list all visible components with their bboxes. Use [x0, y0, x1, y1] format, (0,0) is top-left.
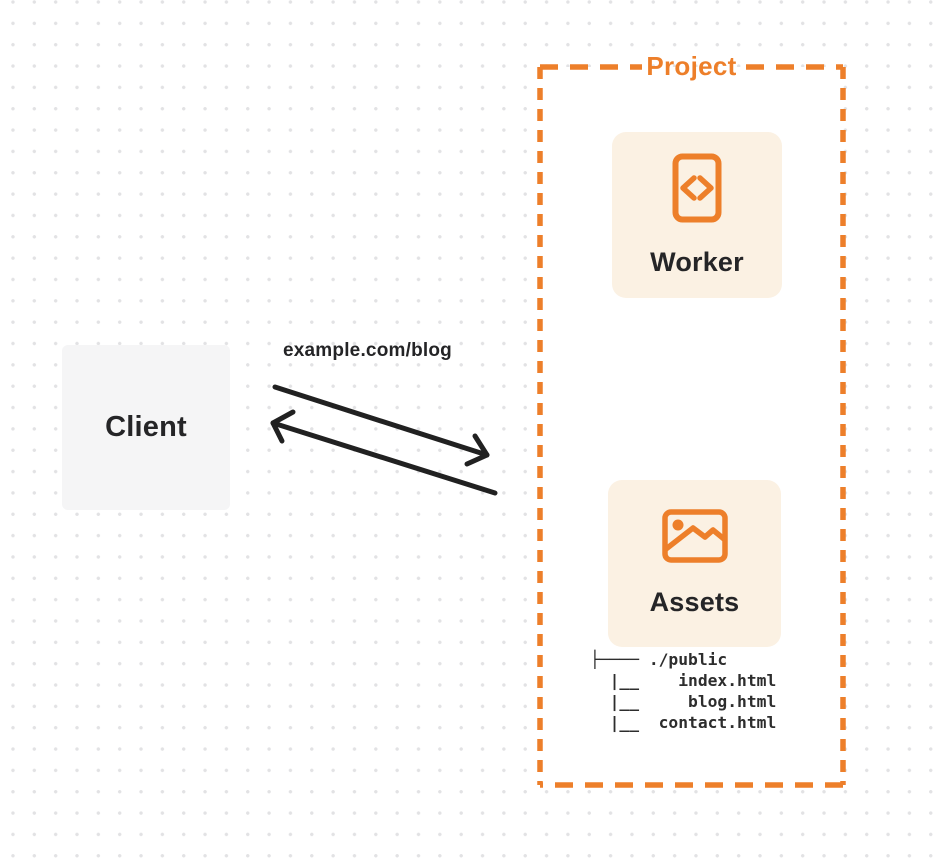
assets-file-tree: ├──── ./public |__ index.html |__ blog.h… — [590, 650, 776, 734]
image-icon — [661, 509, 728, 563]
worker-label: Worker — [650, 246, 744, 277]
tree-line-public: ├──── ./public — [590, 650, 728, 669]
request-url-label: example.com/blog — [283, 340, 452, 361]
tree-line-index: |__ index.html — [590, 670, 777, 690]
project-label: Project — [646, 51, 737, 81]
client-box: Client — [62, 345, 230, 510]
code-file-icon — [672, 153, 722, 222]
assets-label: Assets — [649, 587, 740, 617]
tree-line-contact: |__ contact.html — [590, 712, 777, 732]
response-arrow — [270, 409, 498, 496]
request-arrow — [272, 384, 490, 467]
tree-line-blog: |__ blog.html — [590, 691, 777, 711]
client-label: Client — [105, 411, 187, 443]
worker-card: Worker — [612, 132, 782, 298]
assets-card: Assets — [608, 480, 781, 647]
